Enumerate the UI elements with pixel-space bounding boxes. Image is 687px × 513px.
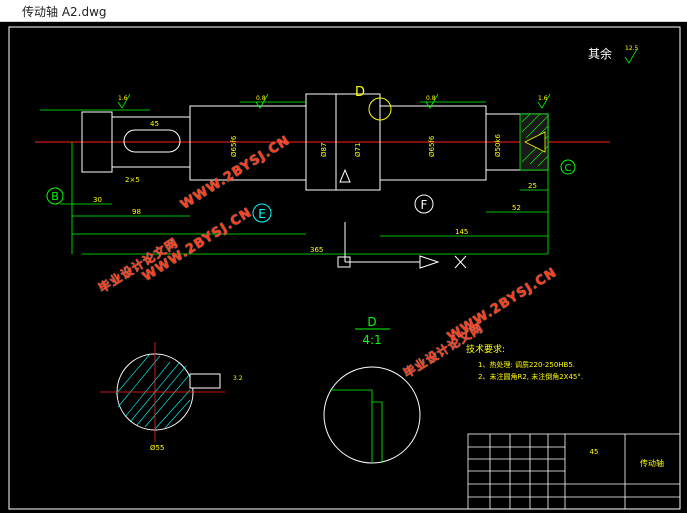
- roughness-symbols: [117, 48, 638, 109]
- cross-section: Ø55 3.2: [100, 342, 243, 452]
- dim-2x5: 2×5: [125, 176, 140, 184]
- detail-label: D: [367, 315, 376, 329]
- roughness-2: 0.8: [256, 95, 266, 102]
- dim-phi71: Ø71: [354, 143, 362, 157]
- section-roughness: 3.2: [233, 375, 243, 382]
- section-letter-E: E: [258, 207, 266, 221]
- title-block: [467, 433, 681, 510]
- dim-phi50: Ø50k6: [494, 134, 502, 157]
- window-title-bar: 传动轴 A2.dwg: [0, 0, 687, 22]
- dim-52: 52: [512, 204, 521, 212]
- drawing-canvas[interactable]: B C E F D 30 98 365 145 52 25 2×5 45 Ø87…: [0, 22, 687, 513]
- dim-phi65-left: Ø65f6: [230, 135, 238, 157]
- cad-drawing: B C E F D 30 98 365 145 52 25 2×5 45 Ø87…: [8, 26, 681, 510]
- dim-30: 30: [93, 196, 102, 204]
- surface-note-value: 12.5: [625, 45, 639, 52]
- view-arrows: [337, 168, 467, 269]
- title-block-name: 传动轴: [640, 458, 664, 468]
- dim-25: 25: [528, 182, 537, 190]
- center-hole: [524, 131, 546, 153]
- dim-98: 98: [132, 208, 141, 216]
- dimension-lines: [40, 101, 549, 255]
- window-title: 传动轴 A2.dwg: [22, 5, 107, 19]
- tech-title: 技术要求:: [466, 343, 505, 355]
- tech-line-1: 1、热处理: 调质220-250HB5.: [478, 360, 575, 369]
- surface-note-label: 其余: [588, 46, 612, 61]
- roughness-3: 0.8: [426, 95, 436, 102]
- dim-145: 145: [455, 228, 468, 236]
- title-block-mark: 45: [590, 448, 599, 456]
- dim-phi87: Ø87: [320, 143, 328, 157]
- section-letter-C: C: [565, 163, 572, 174]
- section-letter-F: F: [421, 198, 428, 212]
- section-dim: Ø55: [150, 444, 164, 452]
- dimension-texts: 30 98 365 145 52 25 2×5 45: [93, 120, 537, 254]
- section-letter-D: D: [355, 85, 365, 100]
- dim-phi65-right: Ø65f6: [428, 135, 436, 157]
- roughness-4: 1.6: [538, 95, 548, 102]
- keyway-left: [123, 129, 181, 153]
- drawing-border: [8, 26, 681, 510]
- shaft-outline: [81, 93, 549, 191]
- detail-scale: 4:1: [362, 333, 381, 347]
- dim-365: 365: [310, 246, 323, 254]
- dim-45: 45: [150, 120, 159, 128]
- roughness-1: 1.6: [118, 95, 128, 102]
- section-letter-B: B: [51, 190, 59, 203]
- tech-line-2: 2、未注圆角R2, 未注倒角2X45°.: [478, 372, 583, 381]
- section-markers: B C E F D: [46, 85, 576, 223]
